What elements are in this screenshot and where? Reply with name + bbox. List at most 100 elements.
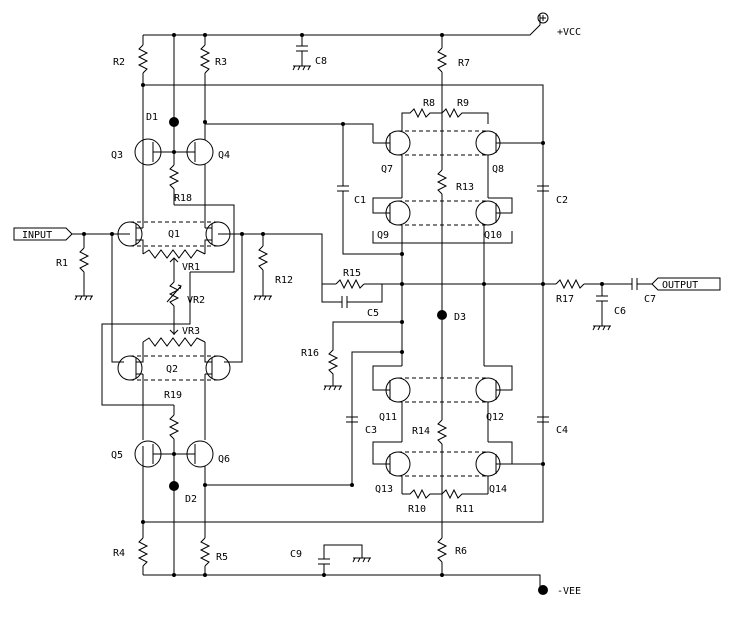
resistor-r12 [253,232,273,301]
label-r11: R11 [456,504,474,515]
capacitor-c8 [292,35,312,71]
resistor-r8-r9 [401,107,489,124]
resistor-r7 [436,35,448,170]
diode-d3 [437,310,447,420]
label-r13: R13 [456,182,474,193]
label-q4: Q4 [218,150,230,161]
resistor-r13 [436,169,448,312]
label-r16: R16 [301,348,319,359]
transistor-q4 [174,120,214,205]
label-q8: Q8 [492,164,504,175]
label-c7: C7 [644,294,656,305]
resistor-r16 [323,321,402,391]
output-label: OUTPUT [662,280,698,291]
label-d1: D1 [146,112,158,123]
transistor-q5 [134,440,174,538]
label-q11: Q11 [379,412,397,423]
transistor-q6 [174,440,214,538]
label-vr2: VR2 [187,295,205,306]
label-vr1: VR1 [182,262,200,273]
resistor-r3 [199,35,211,120]
label-r18: R18 [174,193,192,204]
transistor-q10 [475,197,513,284]
capacitor-c1 [337,183,404,256]
junction-dots [110,33,444,577]
label-d2: D2 [185,494,197,505]
output-port [651,277,721,291]
capacitor-c6 [592,282,612,331]
resistor-r6 [436,537,448,575]
label-c2: C2 [556,195,568,206]
label-r10: R10 [408,504,426,515]
label-q9: Q9 [377,230,389,241]
label-q6: Q6 [218,454,230,465]
transistor-q2 [111,234,243,440]
label-c9: C9 [290,549,302,560]
resistor-r10-r11 [402,488,488,500]
diode-d1 [169,35,179,150]
resistor-r5 [199,537,211,575]
resistor-r15 [322,278,402,290]
label-r3: R3 [215,57,227,68]
transistor-q9 [372,197,411,284]
label-r8: R8 [423,98,435,109]
label-q13: Q13 [375,484,393,495]
label-r17: R17 [556,294,574,305]
label-r9: R9 [457,98,469,109]
capacitor-c4 [537,416,549,423]
label-c4: C4 [556,425,568,436]
capacitor-c2 [537,185,549,192]
trimmer-vr3 [142,329,206,347]
transistor-q3 [134,85,174,228]
label-c6: C6 [614,306,626,317]
label-r6: R6 [455,546,467,557]
label-r5: R5 [216,552,228,563]
label-q14: Q14 [489,484,507,495]
capacitor-c5 [321,284,383,308]
label-d3: D3 [454,312,466,323]
label-q10: Q10 [484,230,502,241]
capacitor-c3 [346,416,358,423]
label-q5: Q5 [111,450,123,461]
label-r7: R7 [458,58,470,69]
label-r2: R2 [113,57,125,68]
resistor-r4 [137,537,149,575]
trimmer-vr1 [142,249,206,272]
label-q12: Q12 [486,412,504,423]
capacitor-c9 [318,544,372,575]
transistor-q11 [372,365,411,442]
resistor-r2 [137,35,149,85]
vcc-label: +VCC [557,27,581,38]
vee-label: -VEE [557,586,581,597]
label-r4: R4 [113,548,125,559]
input-label: INPUT [22,230,52,241]
label-q2: Q2 [166,364,178,375]
label-q7: Q7 [381,164,393,175]
transistor-q14 [475,441,545,494]
label-r1: R1 [56,258,68,269]
transistor-q12 [475,284,513,442]
vcc-rail [143,12,549,36]
upper-bias-rail [143,84,544,523]
transistor-q1 [117,200,242,254]
label-vr3: VR3 [182,326,200,337]
resistor-r17 [543,278,632,290]
label-r14: R14 [412,426,430,437]
diode-d2 [169,452,179,575]
label-c8: C8 [315,56,327,67]
trimmer-vr2 [166,272,182,335]
capacitor-c7 [631,278,652,290]
label-c3: C3 [365,425,377,436]
resistor-r19 [101,272,191,452]
transistor-q7 [343,123,411,198]
label-c5: C5 [367,308,379,319]
resistor-r14 [436,419,448,538]
label-r19: R19 [164,390,182,401]
transistor-q8 [475,130,545,198]
label-q3: Q3 [111,150,123,161]
resistor-r1 [74,234,94,301]
vee-rail [143,574,548,595]
label-r15: R15 [343,268,361,279]
label-c1: C1 [354,195,366,206]
